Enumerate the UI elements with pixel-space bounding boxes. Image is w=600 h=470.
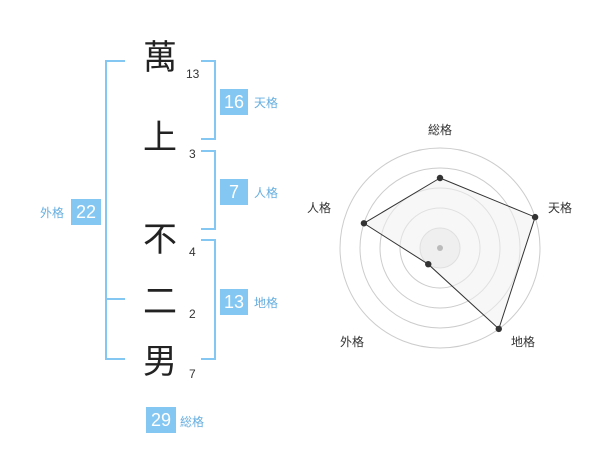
gaikaku-bracket xyxy=(105,60,125,360)
stroke-count-3: 4 xyxy=(189,245,196,259)
tenkaku-bracket xyxy=(201,60,216,140)
radar-axis-label-tenkaku: 天格 xyxy=(548,201,573,215)
stroke-count-4: 2 xyxy=(189,307,196,321)
radar-axis-label-jinkaku: 人格 xyxy=(307,201,332,215)
tenkaku-label: 天格 xyxy=(254,96,279,110)
chikaku-bracket xyxy=(201,239,216,360)
jinkaku-badge: 7 xyxy=(220,179,248,205)
gaikaku-badge: 22 xyxy=(71,199,101,225)
stroke-count-1: 13 xyxy=(186,67,200,81)
radar-grid-ring xyxy=(339,147,541,349)
radar-point xyxy=(360,220,368,227)
jinkaku-label: 人格 xyxy=(254,186,279,200)
name-char-1: 萬 xyxy=(143,38,177,78)
tenkaku-badge: 16 xyxy=(220,89,248,115)
chikaku-badge: 13 xyxy=(220,289,248,315)
chikaku-label: 地格 xyxy=(254,296,279,310)
jinkaku-bracket xyxy=(201,150,216,230)
name-char-4: 二 xyxy=(143,282,177,322)
stroke-count-2: 3 xyxy=(189,147,196,161)
name-char-5: 男 xyxy=(143,342,177,382)
radar-series-area xyxy=(362,177,536,330)
gaikaku-label: 外格 xyxy=(40,206,65,220)
soukaku-label: 総格 xyxy=(180,415,205,429)
name-char-3: 不 xyxy=(143,220,177,260)
radar-axis-label-chikaku: 地格 xyxy=(511,335,536,349)
gaikaku-inner-tick xyxy=(105,298,125,300)
radar-point xyxy=(531,213,539,221)
radar-axis-label-gaikaku: 外格 xyxy=(340,335,365,349)
radar-point xyxy=(436,174,444,182)
radar-point xyxy=(425,260,432,268)
radar-point xyxy=(495,325,502,333)
soukaku-badge: 29 xyxy=(146,407,176,433)
radar-center-dot xyxy=(437,245,443,251)
radar-axis-label-soukaku: 総格 xyxy=(428,123,453,137)
name-char-2: 上 xyxy=(143,118,177,158)
stroke-count-5: 7 xyxy=(189,367,196,381)
